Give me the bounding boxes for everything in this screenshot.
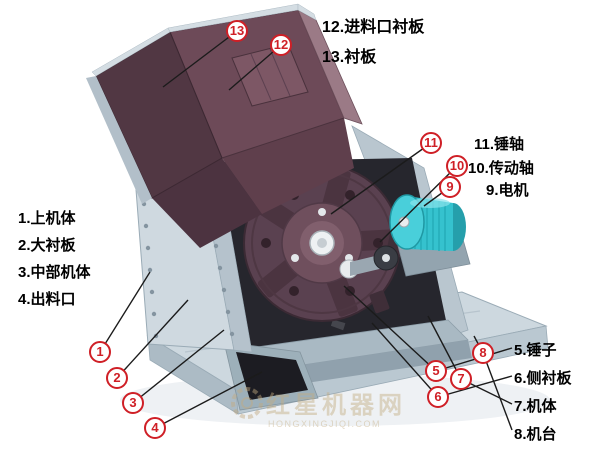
label-middle-body: 3.中部机体: [18, 264, 91, 281]
label-drive-shaft: 10.传动轴: [468, 160, 534, 177]
label-hammer: 5.锤子: [514, 342, 557, 359]
callout-9: 9: [439, 176, 461, 198]
label-liner-plate: 13.衬板: [322, 49, 377, 66]
label-body: 7.机体: [514, 398, 557, 415]
discharge-outlet: [223, 341, 319, 411]
feed-hopper: [86, 3, 363, 248]
callout-13: 13: [226, 20, 248, 42]
callout-12: 12: [270, 34, 292, 56]
label-upper-body: 1.上机体: [18, 210, 76, 227]
callout-10: 10: [446, 155, 468, 177]
label-feed-inlet-liner: 12.进料口衬板: [322, 19, 425, 36]
label-hammer-shaft: 11.锤轴: [474, 136, 525, 153]
callout-8: 8: [472, 342, 494, 364]
motor: [389, 194, 471, 277]
callout-11: 11: [420, 132, 442, 154]
rotor-disc: [243, 164, 405, 322]
feed-inlet-liner: [231, 43, 309, 107]
callout-7: 7: [450, 368, 472, 390]
label-side-liner: 6.侧衬板: [514, 370, 572, 387]
label-base: 8.机台: [514, 426, 557, 443]
watermark: 红星机器网 HONGXINGJIQI.COM: [231, 387, 406, 429]
label-discharge-port: 4.出料口: [18, 291, 76, 308]
callout-4: 4: [144, 417, 166, 439]
callout-6: 6: [427, 386, 449, 408]
callout-5: 5: [425, 360, 447, 382]
watermark-text-cn: 红星机器网: [266, 391, 406, 419]
callout-2: 2: [106, 367, 128, 389]
callout-3: 3: [122, 392, 144, 414]
drive-shaft: [350, 245, 399, 276]
label-motor: 9.电机: [486, 182, 529, 199]
callout-1: 1: [89, 341, 111, 363]
label-large-liner: 2.大衬板: [18, 237, 76, 254]
watermark-text-en: HONGXINGJIQI.COM: [268, 419, 381, 429]
